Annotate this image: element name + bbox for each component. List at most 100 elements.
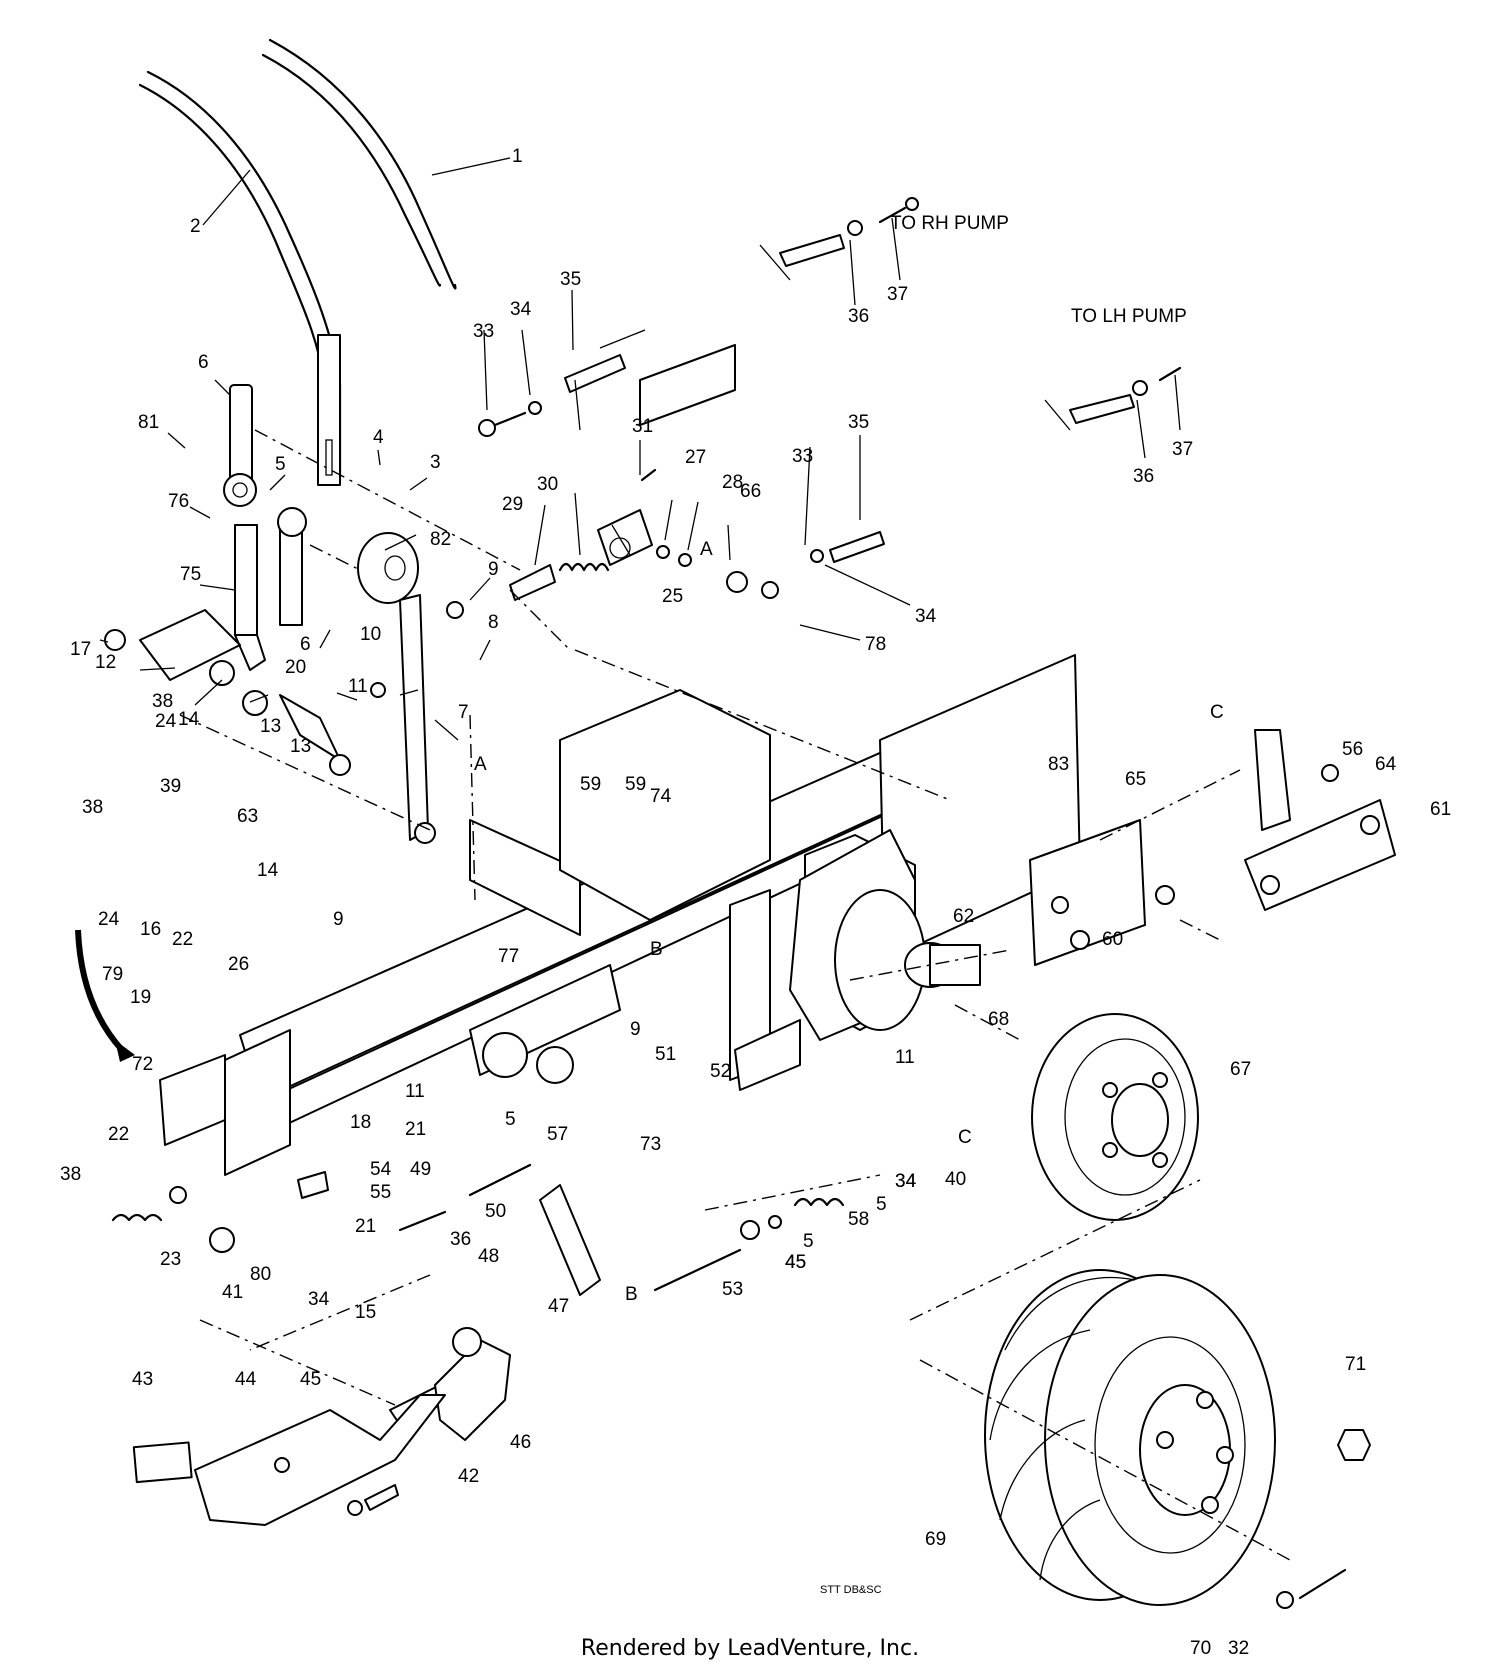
ref-letter-a1: A bbox=[700, 539, 713, 560]
ref-letter-b1: B bbox=[650, 939, 663, 960]
callout-71: 71 bbox=[1345, 1354, 1366, 1375]
callout-25: 25 bbox=[662, 586, 683, 607]
callout-1: 1 bbox=[512, 146, 523, 167]
callout-5d: 5 bbox=[803, 1231, 814, 1252]
callout-27: 27 bbox=[685, 447, 706, 468]
callout-31: 31 bbox=[632, 416, 653, 437]
callout-6a: 6 bbox=[198, 352, 209, 373]
callout-6b: 6 bbox=[300, 634, 311, 655]
callout-13b: 13 bbox=[290, 736, 311, 757]
callout-labels: 1 2 3 4 5 6 6 7 8 9 9 9 10 11 11 11 12 1… bbox=[60, 146, 1451, 1659]
callout-16: 16 bbox=[140, 919, 161, 940]
callout-82: 82 bbox=[430, 529, 451, 550]
brake-disc bbox=[1031, 1013, 1199, 1221]
reference-letters: A A B B C C bbox=[474, 539, 1224, 1305]
callout-44: 44 bbox=[235, 1369, 257, 1390]
handle-bars bbox=[138, 38, 457, 486]
callout-65: 65 bbox=[1125, 769, 1146, 790]
callout-39: 39 bbox=[160, 776, 181, 797]
callout-49: 49 bbox=[410, 1159, 431, 1180]
callout-33a: 33 bbox=[473, 321, 494, 342]
callout-14b: 14 bbox=[257, 860, 279, 881]
callout-45c: 45 bbox=[785, 1252, 806, 1273]
callout-34b: 34 bbox=[915, 606, 937, 627]
callout-63: 63 bbox=[237, 806, 258, 827]
callout-5c: 5 bbox=[876, 1194, 887, 1215]
callout-78: 78 bbox=[865, 634, 886, 655]
callout-76: 76 bbox=[168, 491, 189, 512]
callout-55: 55 bbox=[370, 1182, 391, 1203]
callout-7: 7 bbox=[458, 702, 469, 723]
callout-68: 68 bbox=[988, 1009, 1009, 1030]
callout-12: 12 bbox=[95, 652, 116, 673]
callout-59a: 59 bbox=[580, 774, 601, 795]
callout-54: 54 bbox=[370, 1159, 392, 1180]
callout-48: 48 bbox=[478, 1246, 499, 1267]
callout-64: 64 bbox=[1375, 754, 1397, 775]
callout-17: 17 bbox=[70, 639, 91, 660]
callout-34c: 34 bbox=[895, 1171, 917, 1192]
callout-73: 73 bbox=[640, 1134, 661, 1155]
callout-38a: 38 bbox=[152, 691, 173, 712]
callout-10: 10 bbox=[360, 624, 381, 645]
callout-83: 83 bbox=[1048, 754, 1069, 775]
callout-9a: 9 bbox=[488, 559, 499, 580]
note-to-lh-pump: TO LH PUMP bbox=[1071, 306, 1187, 327]
axle-hub bbox=[789, 819, 1175, 1041]
callout-72: 72 bbox=[132, 1054, 153, 1075]
callout-53: 53 bbox=[722, 1279, 743, 1300]
callout-66: 66 bbox=[740, 481, 761, 502]
callout-34d: 34 bbox=[308, 1289, 330, 1310]
callout-35a: 35 bbox=[560, 269, 581, 290]
callout-67: 67 bbox=[1230, 1059, 1251, 1080]
callout-4: 4 bbox=[373, 427, 384, 448]
credit-text: Rendered by LeadVenture, Inc. bbox=[580, 1636, 920, 1661]
callout-21a: 21 bbox=[405, 1119, 426, 1140]
callout-36c: 36 bbox=[450, 1229, 471, 1250]
callout-47: 47 bbox=[548, 1296, 569, 1317]
callout-77: 77 bbox=[498, 946, 519, 967]
callout-9c: 9 bbox=[630, 1019, 641, 1040]
callout-58: 58 bbox=[848, 1209, 869, 1230]
callout-30: 30 bbox=[537, 474, 558, 495]
callout-15: 15 bbox=[355, 1302, 376, 1323]
callout-33b: 33 bbox=[792, 446, 813, 467]
callout-24b: 24 bbox=[98, 909, 120, 930]
alignment-lines bbox=[179, 429, 1291, 1561]
callout-61: 61 bbox=[1430, 799, 1451, 820]
callout-34a: 34 bbox=[510, 299, 532, 320]
callout-11a: 11 bbox=[348, 676, 368, 697]
callout-69: 69 bbox=[925, 1529, 946, 1550]
callout-51: 51 bbox=[655, 1044, 676, 1065]
callout-8: 8 bbox=[488, 612, 499, 633]
callout-2: 2 bbox=[190, 216, 201, 237]
callout-36a: 36 bbox=[848, 306, 869, 327]
control-arm-assembly bbox=[104, 384, 464, 844]
callout-24a: 24 bbox=[155, 711, 177, 732]
callout-28: 28 bbox=[722, 472, 743, 493]
ref-letter-c1: C bbox=[1210, 702, 1224, 723]
callout-80: 80 bbox=[250, 1264, 271, 1285]
callout-57: 57 bbox=[547, 1124, 568, 1145]
callout-43: 43 bbox=[132, 1369, 153, 1390]
callout-56: 56 bbox=[1342, 739, 1363, 760]
callout-74: 74 bbox=[650, 786, 672, 807]
callout-38c: 38 bbox=[60, 1164, 81, 1185]
callout-42: 42 bbox=[458, 1466, 479, 1487]
brake-caliper bbox=[1244, 729, 1396, 911]
callout-13a: 13 bbox=[260, 716, 281, 737]
callout-75: 75 bbox=[180, 564, 201, 585]
callout-35b: 35 bbox=[848, 412, 869, 433]
callout-46: 46 bbox=[510, 1432, 531, 1453]
callout-32: 32 bbox=[1228, 1638, 1249, 1659]
callout-11c: 11 bbox=[895, 1047, 915, 1068]
note-to-rh-pump: TO RH PUMP bbox=[890, 213, 1009, 234]
callout-37b: 37 bbox=[1172, 439, 1193, 460]
callout-14a: 14 bbox=[178, 709, 200, 730]
callout-36b: 36 bbox=[1133, 466, 1154, 487]
callout-40: 40 bbox=[945, 1169, 966, 1190]
callout-3: 3 bbox=[430, 452, 441, 473]
callout-34e: 34 bbox=[895, 1171, 917, 1192]
ref-letter-c2: C bbox=[958, 1127, 972, 1148]
